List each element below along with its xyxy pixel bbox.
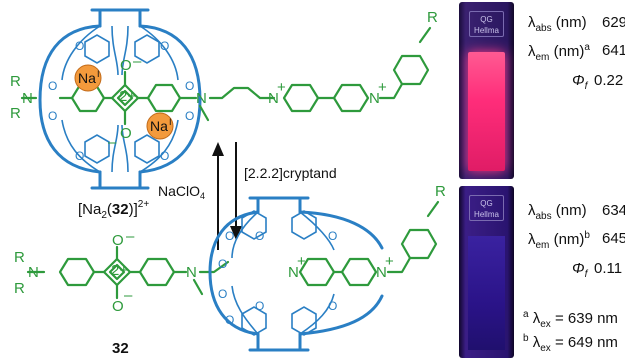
vial-photo-dim: QG Hellma [459,186,514,358]
bottom-squaraine [26,200,440,300]
sodium-ion: Na I [146,112,174,140]
top-complex: O O O O O O O O R R [10,8,438,221]
r-group: R [10,105,21,122]
em-row: λem (nm)b [528,230,590,251]
crown-oxygen: O [225,313,234,327]
r-group: R [10,73,21,90]
abs-value: 629 [602,14,625,31]
photophysics-top: λabs (nm) 629 λem (nm)a 641 Φf 0.22 [528,8,625,108]
abs-row: λabs (nm) [528,14,587,34]
minus-charge: – [133,53,142,70]
reagent-naclo4: NaClO4 [158,183,205,201]
crown-oxygen: O [185,79,194,93]
vial-photo-fluorescent: QG Hellma [459,2,514,179]
top-cryptand-cage [38,8,202,190]
abs-value: 634 [602,202,625,219]
r-group: R [427,9,438,26]
bottom-cryptand-cage [208,196,384,352]
reagent-cryptand: [2.2.2]cryptand [244,165,337,181]
violet-fluorescence [468,236,505,350]
pyridinium-nitrogen: N [369,90,380,107]
svg-text:Na: Na [150,118,168,134]
plus-charge: + [297,253,306,270]
r-group: R [14,280,25,297]
footnote-b: b λex = 649 nm [523,333,618,354]
crown-oxygen: O [218,257,227,271]
minus-charge: – [108,134,117,151]
squaraine-oxygen: O [112,298,124,315]
squaraine-oxygen: O [120,57,132,74]
minus-charge: – [124,287,133,304]
crown-oxygen: O [48,109,57,123]
crown-oxygen: O [225,229,234,243]
em-row: λem (nm)a [528,42,590,63]
top-squaraine [20,26,432,126]
crown-oxygen: O [255,299,264,313]
em-value: 645 [602,230,625,247]
r-group: R [435,183,446,200]
crown-oxygen: O [160,39,169,53]
crown-oxygen: O [75,149,84,163]
pyridinium-nitrogen: N [376,264,387,281]
amine-nitrogen: N [186,264,197,281]
equilibrium-arrows: NaClO4 [2.2.2]cryptand [158,142,337,250]
arrow-head-down [230,226,242,240]
compound-number: 32 [112,340,129,357]
crown-oxygen: O [328,229,337,243]
abs-row: λabs (nm) [528,202,587,222]
phi-row: Φf [572,260,588,280]
bottom-molecule: R R N N N N + + R 2+ O O – – O O O O [14,183,446,357]
amine-nitrogen: N [22,90,33,107]
em-value: 641 [602,42,625,59]
pyridinium-nitrogen: N [288,264,299,281]
crown-oxygen: O [185,109,194,123]
amine-nitrogen: N [196,90,207,107]
plus-charge: + [277,79,286,96]
squaraine-oxygen: O [112,232,124,249]
squaraine-oxygen: O [120,125,132,142]
sodium-ion: Na I [74,64,102,92]
plus-charge: + [385,253,394,270]
crown-oxygen: O [328,299,337,313]
phi-row: Φf [572,72,588,92]
plus-charge: + [378,79,387,96]
svg-text:I: I [97,69,100,79]
photophysics-bottom: λabs (nm) 634 λem (nm)b 645 Φf 0.11 [528,196,625,296]
crown-oxygen: O [218,287,227,301]
footnote-a: a λex = 639 nm [523,309,618,330]
svg-text:Na: Na [78,70,96,86]
r-group: R [14,249,25,266]
squaraine-charge: 2+ [111,262,128,279]
crown-oxygen: O [160,149,169,163]
squaraine-charge: 2+ [119,88,136,105]
pyridinium-nitrogen: N [268,90,279,107]
amine-nitrogen: N [28,264,39,281]
minus-charge: – [126,228,135,245]
phi-value: 0.11 [594,260,623,277]
vial-label: QG Hellma [469,11,504,37]
complex-label: [Na2(32)]2+ [78,199,149,221]
crown-oxygen: O [255,229,264,243]
crown-oxygen: O [75,39,84,53]
svg-text:I: I [169,117,172,127]
arrow-head-up [212,142,224,156]
crown-oxygen: O [48,79,57,93]
pink-fluorescence [468,52,505,171]
phi-value: 0.22 [594,72,624,89]
vial-label: QG Hellma [469,195,504,221]
